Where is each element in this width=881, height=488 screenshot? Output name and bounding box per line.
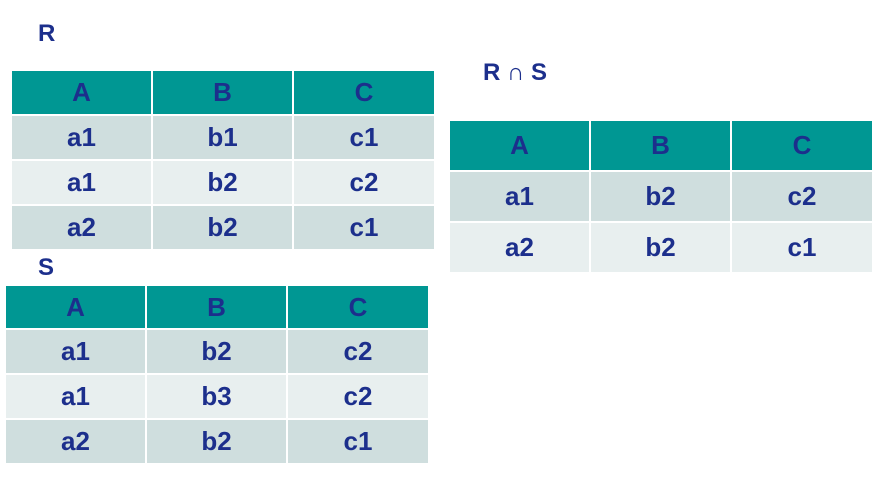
- table-cell: c2: [286, 328, 430, 375]
- column-header-b: B: [145, 284, 288, 330]
- table-row: a1 b1 c1: [10, 114, 436, 161]
- table-cell: b2: [151, 204, 294, 251]
- table-header-row: A B C: [4, 284, 430, 330]
- table-cell: c1: [292, 204, 436, 251]
- table-cell: a2: [4, 418, 147, 465]
- relation-s-title: S: [38, 254, 55, 281]
- column-header-b: B: [589, 119, 732, 172]
- table-cell: c2: [286, 373, 430, 420]
- intersection-title: R ∩ S: [483, 59, 548, 86]
- relation-r-title: R: [38, 20, 56, 47]
- table-cell: a1: [448, 170, 591, 223]
- table-cell: a1: [4, 328, 147, 375]
- column-header-a: A: [448, 119, 591, 172]
- table-row: a2 b2 c1: [10, 204, 436, 251]
- table-header-row: A B C: [448, 119, 874, 172]
- column-header-a: A: [4, 284, 147, 330]
- relation-r-table: A B C a1 b1 c1 a1 b2 c2 a2 b2 c1: [10, 69, 436, 251]
- table-cell: c2: [730, 170, 874, 223]
- table-row: a1 b2 c2: [10, 159, 436, 206]
- column-header-c: C: [730, 119, 874, 172]
- relation-s-table: A B C a1 b2 c2 a1 b3 c2 a2 b2 c1: [4, 284, 430, 465]
- table-cell: a1: [4, 373, 147, 420]
- column-header-c: C: [292, 69, 436, 116]
- table-cell: a1: [10, 114, 153, 161]
- table-cell: c1: [730, 221, 874, 274]
- table-cell: b2: [145, 328, 288, 375]
- table-cell: b2: [145, 418, 288, 465]
- table-cell: c1: [292, 114, 436, 161]
- column-header-c: C: [286, 284, 430, 330]
- table-row: a2 b2 c1: [4, 418, 430, 465]
- table-row: a1 b3 c2: [4, 373, 430, 420]
- table-cell: b1: [151, 114, 294, 161]
- table-row: a1 b2 c2: [448, 170, 874, 223]
- table-cell: b2: [589, 170, 732, 223]
- column-header-b: B: [151, 69, 294, 116]
- column-header-a: A: [10, 69, 153, 116]
- table-row: a2 b2 c1: [448, 221, 874, 274]
- table-cell: a2: [448, 221, 591, 274]
- table-cell: a1: [10, 159, 153, 206]
- table-cell: a2: [10, 204, 153, 251]
- table-header-row: A B C: [10, 69, 436, 116]
- intersection-table: A B C a1 b2 c2 a2 b2 c1: [448, 119, 874, 274]
- table-cell: b3: [145, 373, 288, 420]
- table-cell: c1: [286, 418, 430, 465]
- table-cell: b2: [589, 221, 732, 274]
- table-row: a1 b2 c2: [4, 328, 430, 375]
- table-cell: c2: [292, 159, 436, 206]
- table-cell: b2: [151, 159, 294, 206]
